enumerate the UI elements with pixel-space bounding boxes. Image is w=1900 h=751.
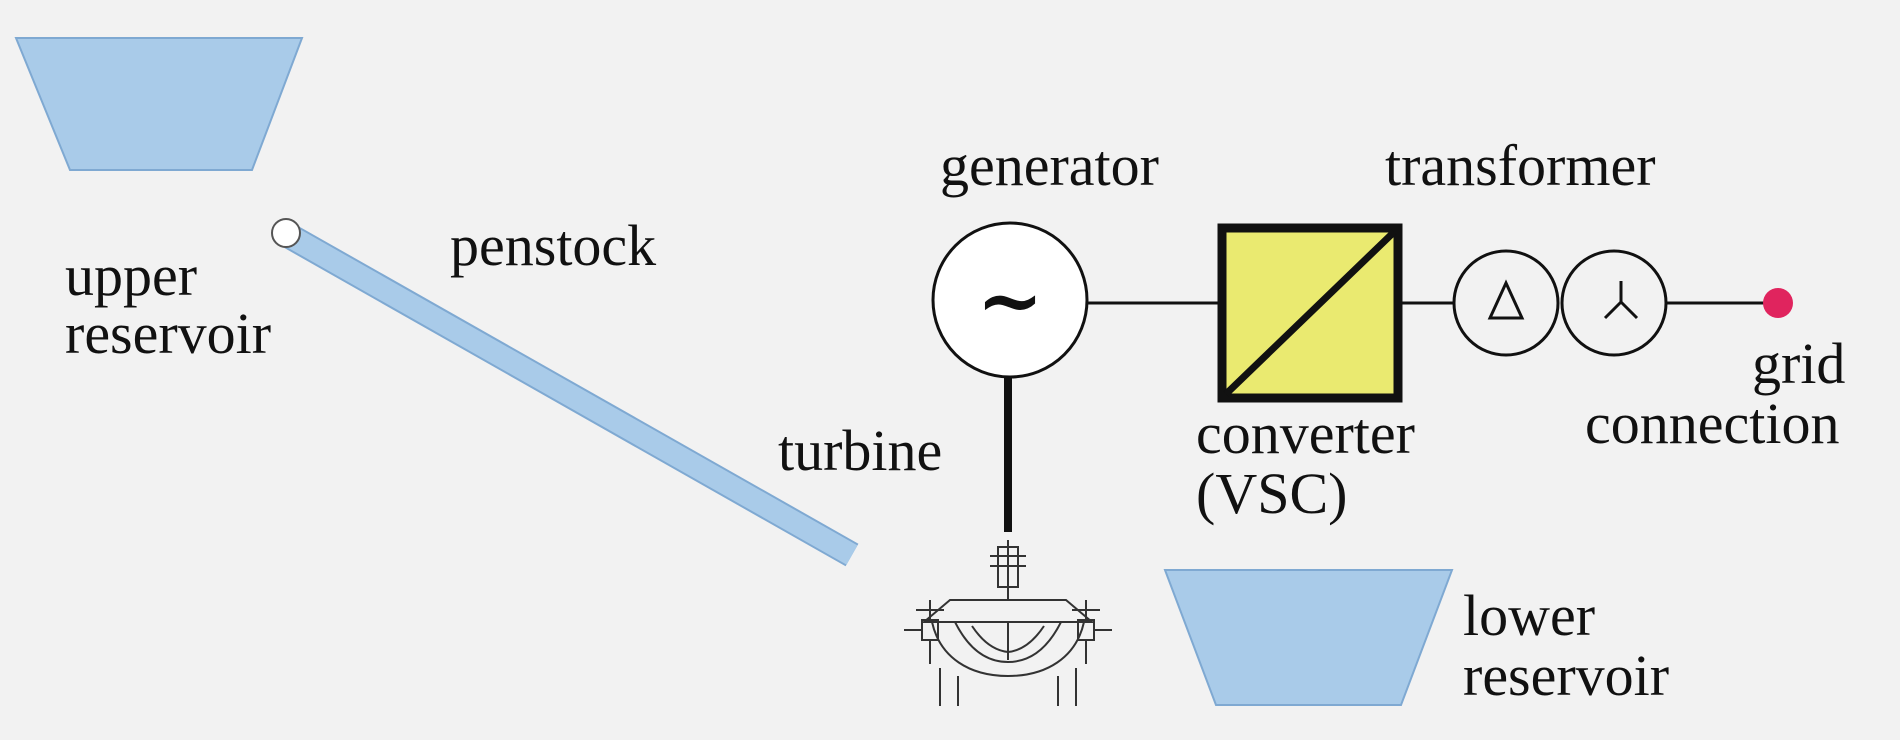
- grid-connection-label-line2: connection: [1585, 391, 1839, 456]
- transformer-label: transformer: [1385, 133, 1656, 198]
- turbine-icon: [904, 540, 1112, 706]
- lower-reservoir-shape: [1163, 569, 1454, 706]
- upper-reservoir-label-line2: reservoir: [65, 301, 271, 366]
- penstock-pipe: [280, 224, 858, 565]
- converter-label-line1: converter: [1196, 401, 1415, 466]
- turbine-label: turbine: [778, 418, 942, 483]
- grid-connection-label-line1: grid: [1752, 331, 1845, 396]
- grid-connection-point: [1763, 288, 1793, 318]
- lower-reservoir-label-line1: lower: [1463, 583, 1595, 648]
- generator-label: generator: [940, 133, 1159, 198]
- wye-winding-icon: [1603, 281, 1639, 320]
- transformer-primary-winding: [1452, 249, 1560, 357]
- penstock-inlet: [271, 218, 301, 248]
- upper-reservoir-label-line1: upper: [65, 243, 197, 308]
- delta-winding-icon: [1487, 279, 1525, 320]
- generator-tilde-icon: ~: [976, 253, 1043, 347]
- penstock-label: penstock: [450, 213, 656, 278]
- upper-reservoir-shape: [14, 37, 304, 171]
- converter-diagonal: [1223, 229, 1397, 397]
- converter-label-line2: (VSC): [1196, 461, 1347, 526]
- lower-reservoir-label-line2: reservoir: [1463, 643, 1669, 708]
